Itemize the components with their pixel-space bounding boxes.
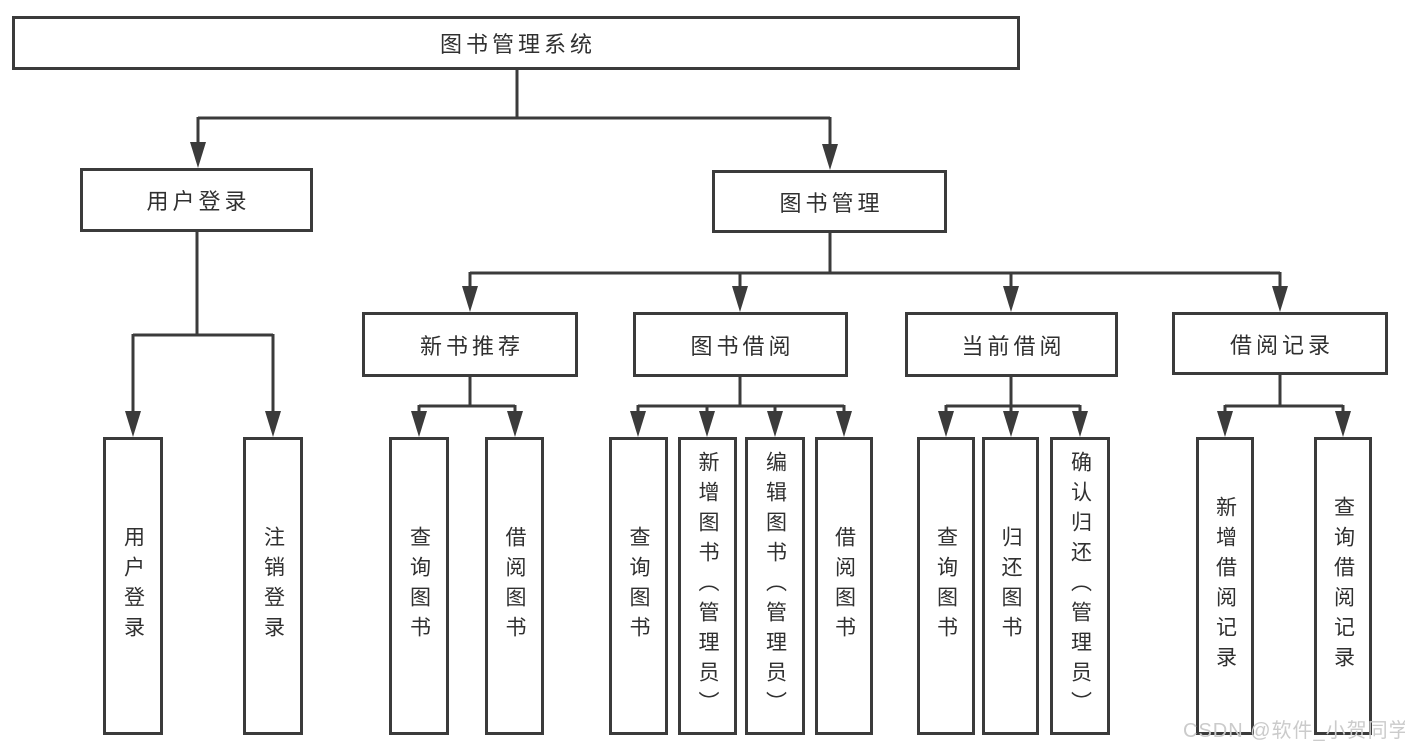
leaf-add-books-admin: 新增图书（管理员） xyxy=(678,437,737,735)
leaf-edit-books-admin: 编辑图书（管理员） xyxy=(745,437,805,735)
leaf-label: 归还图书 xyxy=(999,526,1022,646)
leaf-label: 查询借阅记录 xyxy=(1331,496,1355,676)
leaf-label: 编辑图书（管理员） xyxy=(763,451,787,721)
node-label: 用户登录 xyxy=(146,189,251,214)
node-label: 图书管理 xyxy=(779,190,884,216)
leaf-user-login: 用户登录 xyxy=(103,437,163,735)
node-book-management: 图书管理 xyxy=(712,170,947,233)
leaf-query-borrow-record: 查询借阅记录 xyxy=(1314,437,1372,735)
leaf-add-borrow-record: 新增借阅记录 xyxy=(1196,437,1254,735)
leaf-query-books: 查询图书 xyxy=(609,437,668,735)
node-label: 当前借阅 xyxy=(961,333,1066,359)
leaf-label: 确认归还（管理员） xyxy=(1068,451,1092,721)
leaf-label: 注销登录 xyxy=(261,526,285,646)
node-new-book-recommend: 新书推荐 xyxy=(362,312,578,377)
leaf-label: 查询图书 xyxy=(407,526,431,646)
leaf-label: 借阅图书 xyxy=(503,526,526,646)
leaf-query-books: 查询图书 xyxy=(389,437,449,735)
node-user-login: 用户登录 xyxy=(80,168,313,232)
node-label: 新书推荐 xyxy=(419,333,524,359)
node-label: 借阅记录 xyxy=(1229,332,1334,358)
leaf-label: 新增图书（管理员） xyxy=(696,451,719,721)
leaf-label: 新增借阅记录 xyxy=(1213,496,1237,676)
leaf-label: 用户登录 xyxy=(121,526,145,646)
leaf-label: 查询图书 xyxy=(934,526,958,646)
leaf-label: 借阅图书 xyxy=(832,526,856,646)
node-library-system: 图书管理系统 xyxy=(12,16,1020,70)
leaf-label: 查询图书 xyxy=(627,526,650,646)
leaf-return-books: 归还图书 xyxy=(982,437,1039,735)
leaf-logout: 注销登录 xyxy=(243,437,303,735)
node-borrow-records: 借阅记录 xyxy=(1172,312,1388,375)
node-label: 图书管理系统 xyxy=(439,32,596,57)
node-book-borrowing: 图书借阅 xyxy=(633,312,848,377)
csdn-watermark: CSDN @软件_小贺同学 xyxy=(1183,720,1405,742)
leaf-confirm-return-admin: 确认归还（管理员） xyxy=(1050,437,1110,735)
node-label: 图书借阅 xyxy=(690,333,795,359)
leaf-borrow-books: 借阅图书 xyxy=(485,437,544,735)
leaf-borrow-books: 借阅图书 xyxy=(815,437,873,735)
node-current-borrowing: 当前借阅 xyxy=(905,312,1118,377)
leaf-query-books: 查询图书 xyxy=(917,437,975,735)
